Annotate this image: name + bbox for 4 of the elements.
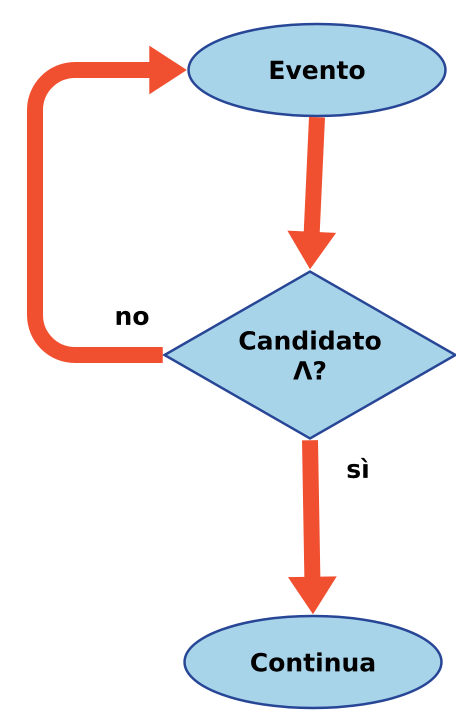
edge-label: no [116, 310, 148, 326]
ellipse-node: Continua [183, 614, 443, 710]
ellipse-node: Evento [187, 22, 447, 118]
edge-label: sì [348, 458, 368, 478]
